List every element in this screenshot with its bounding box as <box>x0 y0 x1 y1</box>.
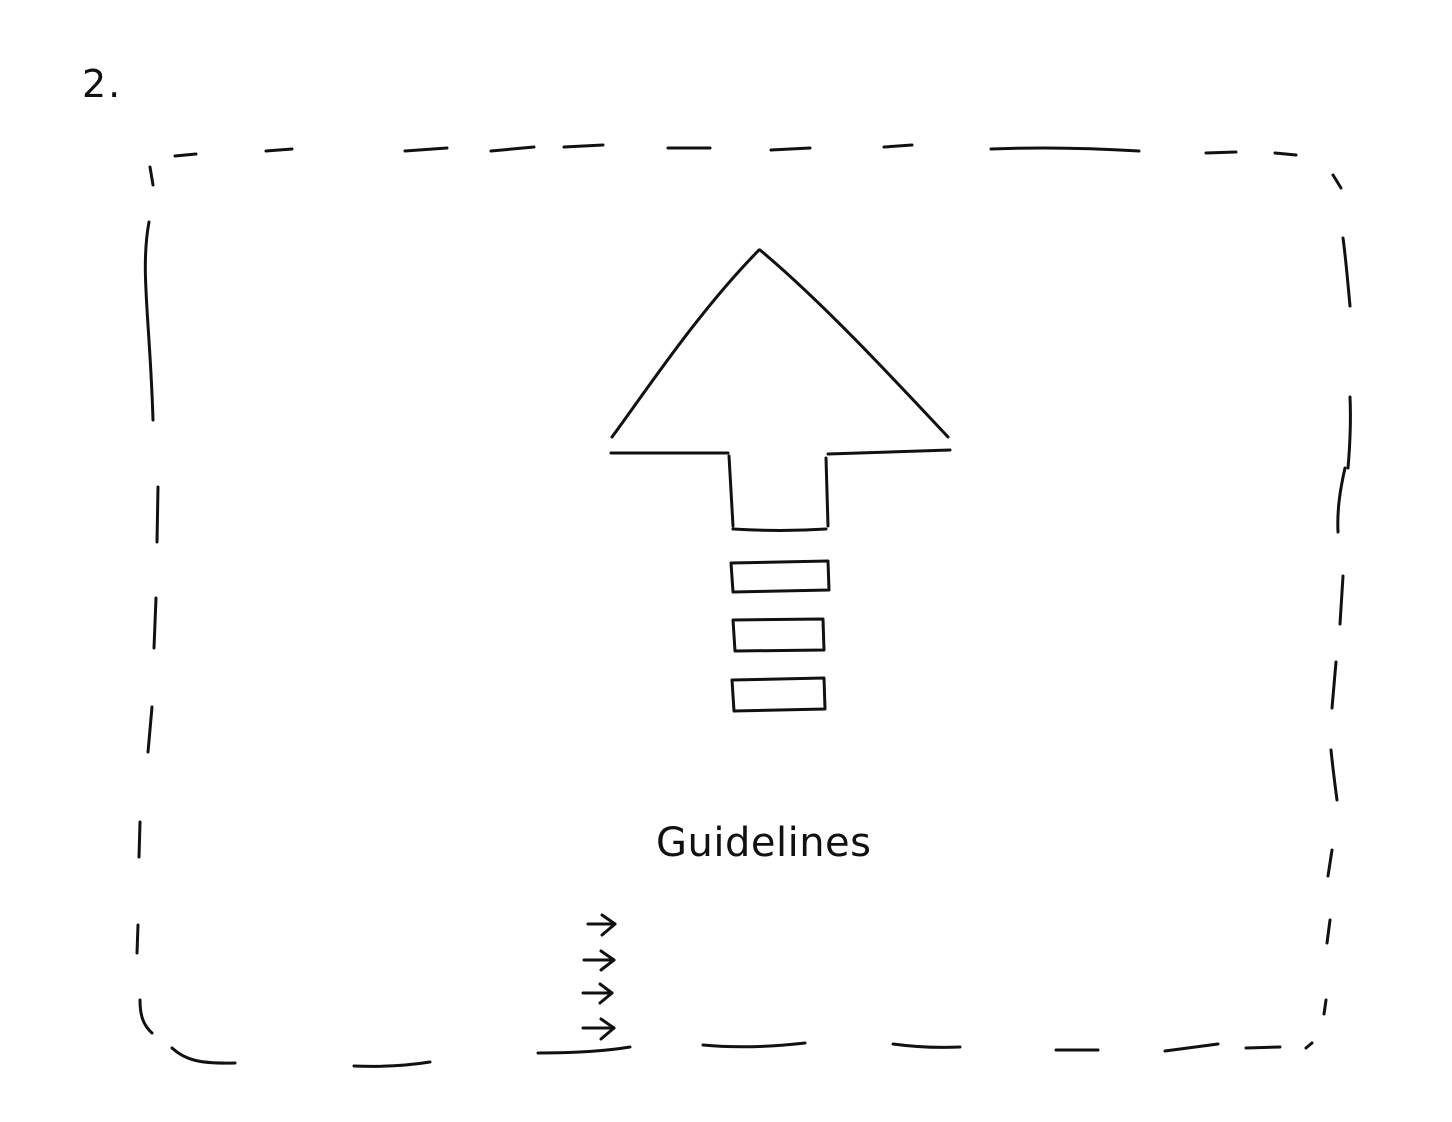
dropzone-border-left <box>135 165 160 1035</box>
arrow-right-icon <box>586 913 617 937</box>
dropzone-border-right <box>1322 173 1352 1016</box>
arrow-right-icon <box>582 949 616 972</box>
arrow-right-icon <box>581 982 614 1005</box>
dropzone-border-top <box>173 143 1298 158</box>
stacked-files-icon <box>729 559 831 713</box>
arrow-right-icon <box>581 1017 616 1041</box>
guidelines-link[interactable]: Guidelines <box>656 820 872 866</box>
upload-arrow-icon <box>609 248 952 532</box>
step-number: 2. <box>82 62 123 106</box>
dropzone-border-bottom <box>170 1041 1314 1068</box>
